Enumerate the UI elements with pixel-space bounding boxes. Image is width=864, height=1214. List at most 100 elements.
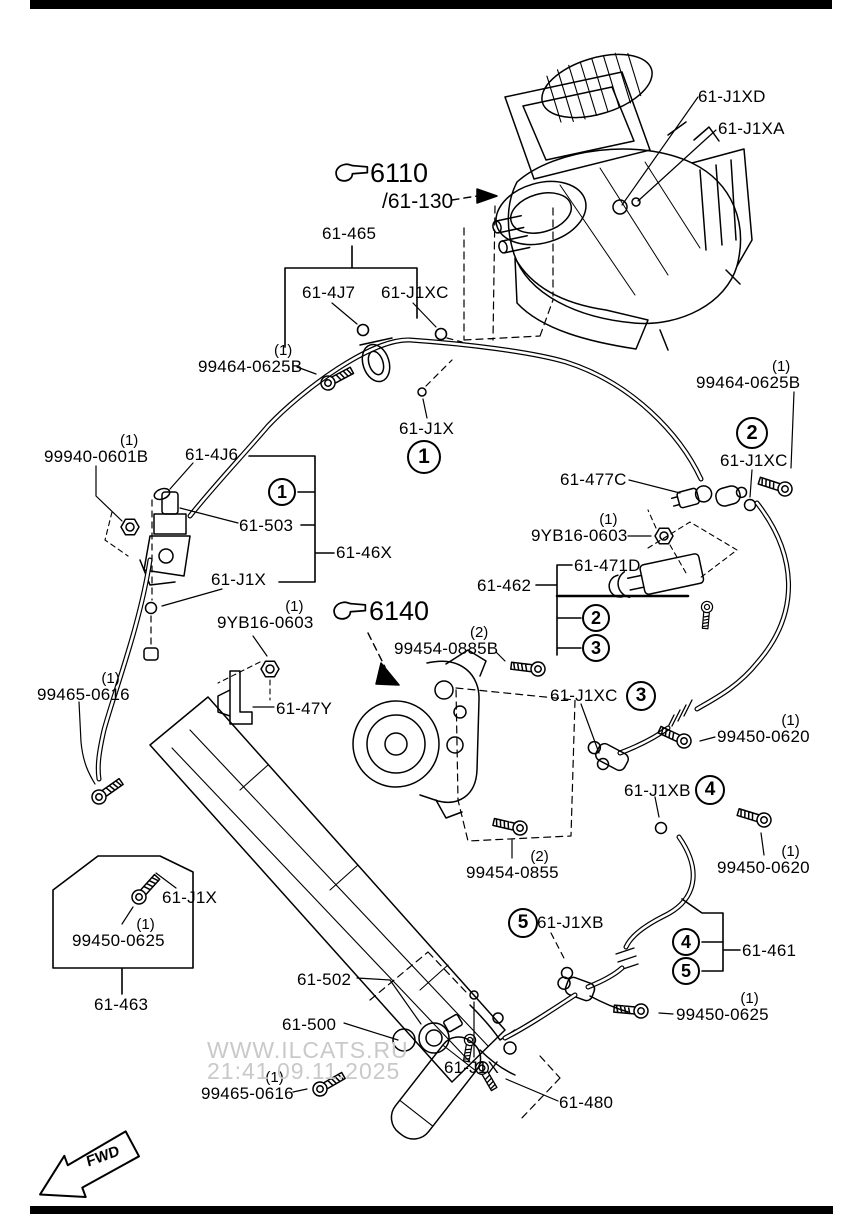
callout-circle-5-9: 5 — [672, 957, 700, 985]
leader-477c — [628, 479, 681, 494]
label-61-463-text: 61-463 — [94, 995, 149, 1014]
leader-j1xc-c — [580, 703, 600, 754]
valve-61-4j6 — [139, 462, 194, 661]
label-99454-0885b-qty: (2) — [469, 624, 489, 641]
leader-502-500 — [343, 977, 422, 1041]
label-61-4j7-text: 61-4J7 — [302, 283, 356, 302]
label-99454-0855-text: 99454-0855 — [466, 863, 559, 882]
callout-circle-1-0: 1 — [407, 440, 441, 474]
ref-6110-arrow — [451, 188, 498, 204]
label-99464-0625b-right: (1)99464-0625B — [696, 359, 800, 391]
label-61-j1xd: 61-J1XD — [698, 88, 766, 105]
callout-circle-2-2: 2 — [736, 417, 768, 449]
leader-0625b-left — [296, 366, 317, 375]
label-61-503: 61-503 — [239, 517, 293, 534]
label-61-461-text: 61-461 — [742, 941, 797, 960]
bracket-61-46x — [161, 455, 335, 607]
fwd-arrow — [39, 1130, 140, 1198]
label-99450-0625-left-text: 99450-0625 — [72, 931, 165, 950]
label-61-j1xb-b: 61-J1XB — [537, 914, 604, 931]
label-61-j1xb-a-text: 61-J1XB — [624, 781, 691, 800]
ref-6110-sub: /61-130 — [382, 190, 454, 213]
label-99940-0601b-text: 99940-0601B — [44, 447, 149, 466]
label-61-47y-text: 61-47Y — [276, 699, 333, 718]
label-61-4j6: 61-4J6 — [185, 446, 238, 463]
label-99450-0620-b-qty: (1) — [781, 843, 800, 860]
ref-6110-code: 6110 — [370, 158, 429, 188]
nut-99940-0601b — [120, 518, 140, 536]
leader-j1xc-b — [749, 469, 753, 498]
label-9yb16-0603-right-text: 9YB16-0603 — [531, 526, 628, 545]
label-61-500-text: 61-500 — [282, 1015, 337, 1034]
bracket-61-47y — [217, 670, 253, 725]
leader-0616-bottom — [292, 1088, 308, 1093]
label-99465-0616-top-qty: (1) — [101, 670, 120, 687]
label-61-461: 61-461 — [742, 942, 796, 959]
label-61-j1xc-c: 61-J1XC — [550, 687, 618, 704]
bracket-61-461 — [681, 898, 741, 972]
label-9yb16-0603-left: (1)9YB16-0603 — [217, 599, 314, 631]
callout-circle-3-5: 3 — [626, 681, 656, 711]
label-99465-0616-top: (1)99465-0616 — [37, 671, 130, 703]
label-61-j1x-c-text: 61-J1X — [162, 888, 218, 907]
condenser-drawing — [149, 696, 506, 1083]
bolt-99450-0620-a — [655, 722, 695, 752]
fitting-61-477c — [670, 485, 748, 509]
oring-j1xb-b — [560, 966, 574, 980]
label-61-4j7: 61-4J7 — [302, 284, 355, 301]
nut-9yb16-0603-left — [260, 660, 280, 678]
label-61-46x-text: 61-46X — [336, 543, 393, 562]
ref-6110: 6110 — [370, 160, 428, 187]
leader-480 — [505, 1078, 559, 1102]
label-9yb16-0603-right-qty: (1) — [599, 511, 618, 528]
label-61-465-text: 61-465 — [322, 224, 377, 243]
hvac-unit-drawing — [492, 52, 753, 351]
label-61-j1x-a-text: 61-J1X — [399, 419, 455, 438]
bolt-99464-0625b-right — [756, 473, 795, 499]
leader-j1x-c — [155, 872, 177, 889]
label-61-j1x-b-text: 61-J1X — [211, 570, 267, 589]
label-99450-0620-b: (1)99450-0620 — [717, 844, 810, 876]
ref-6140-arrow — [367, 632, 400, 686]
leader-j1xd-j1xa — [621, 96, 717, 206]
page-bottom-rule — [30, 1206, 833, 1214]
label-99450-0620-a: (1)99450-0620 — [717, 713, 810, 745]
leader-9yb-left — [252, 635, 268, 657]
label-61-j1xc-b-text: 61-J1XC — [720, 451, 788, 470]
bolt-99450-0625-left — [128, 871, 164, 908]
callout-circle-4-8: 4 — [672, 928, 700, 956]
dashed-guides-unit — [463, 205, 554, 341]
compressor-drawing — [352, 649, 487, 819]
watermark: WWW.ILCATS.RU 21:41 09.11.2025 — [207, 1039, 409, 1084]
label-61-j1xd-text: 61-J1XD — [698, 87, 766, 106]
label-61-465: 61-465 — [322, 225, 376, 242]
bracket-61-462 — [535, 564, 690, 656]
label-99454-0885b: (2)99454-0885B — [394, 625, 498, 657]
watermark-timestamp: 21:41 09.11.2025 — [207, 1058, 401, 1084]
label-61-j1x-b: 61-J1X — [211, 571, 266, 588]
callout-circle-4-6: 4 — [695, 775, 725, 805]
dashed-box-receiver — [369, 951, 561, 1121]
outline-61-463 — [52, 855, 194, 995]
label-61-j1xc-a-text: 61-J1XC — [381, 283, 449, 302]
label-61-j1xc-c-text: 61-J1XC — [550, 686, 618, 705]
leader-0625b-right — [790, 391, 795, 469]
leader-0601b — [95, 465, 123, 522]
label-61-462-text: 61-462 — [477, 576, 532, 595]
label-61-j1xa-text: 61-J1XA — [718, 119, 785, 138]
leader-0616-top — [78, 701, 96, 785]
label-99450-0625-left: (1)99450-0625 — [72, 917, 165, 949]
hose-61-462 — [587, 500, 791, 772]
label-99450-0625-right: (1)99450-0625 — [676, 991, 769, 1023]
label-61-500: 61-500 — [282, 1016, 336, 1033]
label-9yb16-0603-left-text: 9YB16-0603 — [217, 613, 314, 632]
label-61-480-text: 61-480 — [559, 1093, 614, 1112]
label-61-j1x-d: 61-J1X — [444, 1059, 499, 1076]
label-61-j1x-c: 61-J1X — [162, 889, 217, 906]
label-61-462: 61-462 — [477, 577, 531, 594]
label-61-j1xa: 61-J1XA — [718, 120, 785, 137]
label-99464-0625b-left-qty: (1) — [273, 342, 293, 359]
leader-j1x-a — [422, 398, 428, 419]
